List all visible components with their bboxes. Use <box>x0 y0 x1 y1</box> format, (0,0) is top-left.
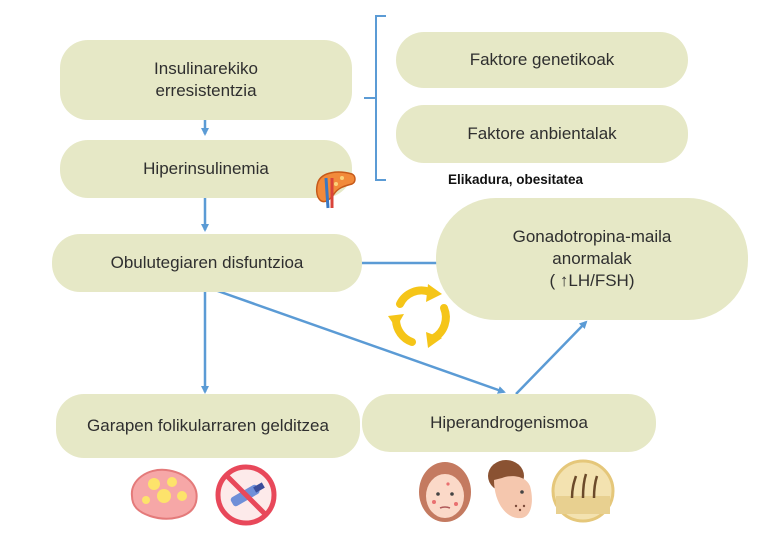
factors-brace <box>364 15 386 181</box>
node-ovarian-dysfunction: Obulutegiaren disfuntzioa <box>52 234 362 292</box>
ovary-icon <box>130 468 198 520</box>
environmental-factors-label: Faktore anbientalak <box>467 124 617 143</box>
diet-obesity-caption: Elikadura, obesitatea <box>448 172 584 187</box>
insulin-resistance-label: Insulinarekiko erresistentzia <box>154 59 258 100</box>
hyperinsulinemia-label: Hiperinsulinemia <box>143 159 269 178</box>
ovarian-dysfunction-label: Obulutegiaren disfuntzioa <box>110 253 304 272</box>
node-environmental-factors: Faktore anbientalak <box>396 105 688 163</box>
hyperandrogenism-label: Hiperandrogenismoa <box>430 413 588 432</box>
acne-face-icon <box>419 462 471 522</box>
node-gonadotropin: Gonadotropina-maila anormalak ( ↑LH/FSH) <box>436 198 748 320</box>
node-hyperinsulinemia: Hiperinsulinemia <box>60 140 352 198</box>
pancreas-icon <box>315 171 356 209</box>
gonadotropin-line3: ( ↑LH/FSH) <box>549 271 635 290</box>
cycle-arrows-icon <box>388 284 450 348</box>
gonadotropin-line1: Gonadotropina-maila <box>512 227 672 246</box>
node-insulin-resistance: Insulinarekiko erresistentzia <box>60 40 352 120</box>
arrow-ovarian-to-hyperandrogenism <box>214 288 506 394</box>
genetic-factors-label: Faktore genetikoak <box>469 50 615 69</box>
gonadotropin-line2: anormalak <box>552 249 632 268</box>
hair-follicle-icon <box>551 459 615 523</box>
no-injection-icon <box>215 464 277 526</box>
hirsutism-face-icon <box>488 460 532 519</box>
node-genetic-factors: Faktore genetikoak <box>396 32 688 88</box>
node-hyperandrogenism: Hiperandrogenismoa <box>362 394 656 452</box>
follicular-arrest-label: Garapen folikularraren gelditzea <box>87 416 329 435</box>
node-follicular-arrest: Garapen folikularraren gelditzea <box>56 394 360 458</box>
arrow-hyperandrogenism-to-gonadotropin <box>515 320 588 395</box>
